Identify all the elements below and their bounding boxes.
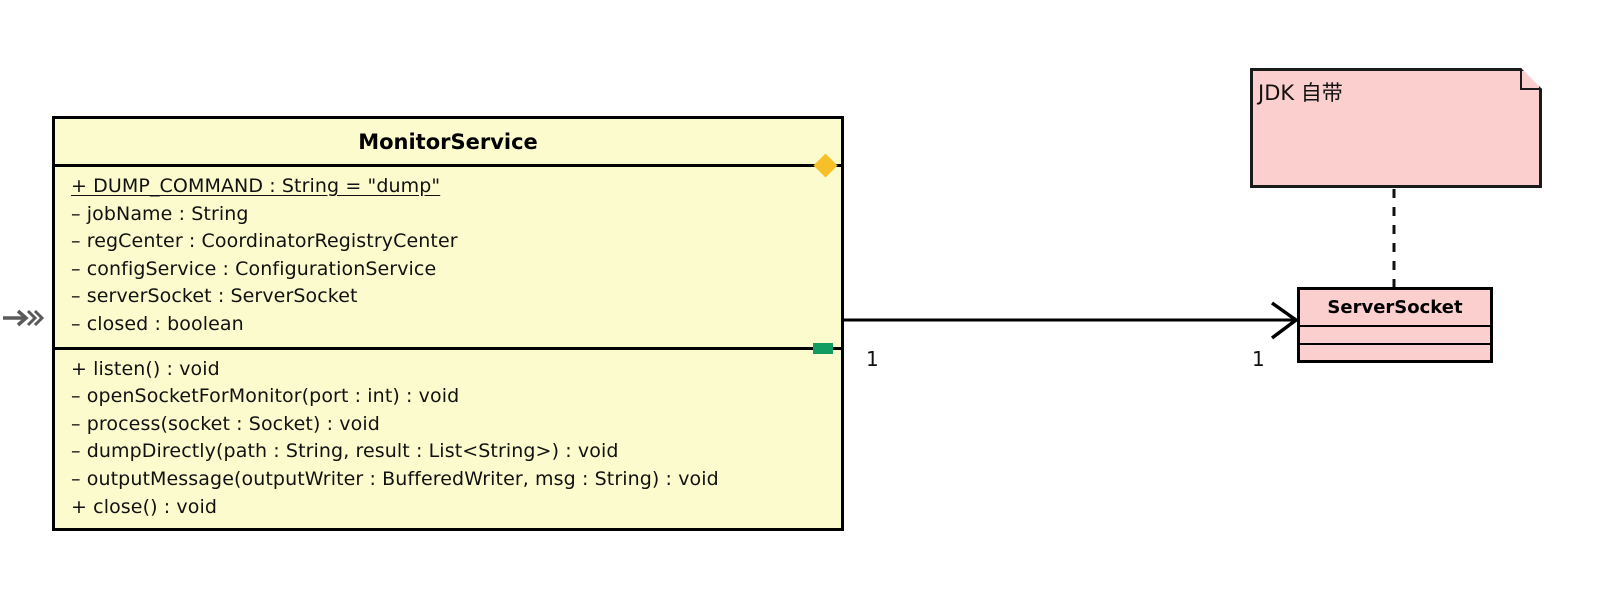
operations-compartment [1300, 345, 1490, 361]
class-server-socket[interactable]: ServerSocket [1297, 287, 1493, 363]
compartment-separator-operations [55, 342, 841, 354]
class-name-monitor-service: MonitorService [358, 130, 538, 154]
attributes-compartment [1300, 327, 1490, 343]
incoming-arrow-icon [2, 303, 48, 333]
note-jdk[interactable]: JDK 自带 [1250, 68, 1542, 188]
note-shape [1250, 68, 1542, 188]
class-name-server-socket: ServerSocket [1327, 297, 1463, 318]
operation-row: – openSocketForMonitor(port : int) : voi… [71, 385, 460, 408]
class-monitor-service[interactable]: MonitorService + DUMP_COMMAND : String =… [52, 116, 844, 531]
operations-compartment: + listen() : void – openSocketForMonitor… [55, 350, 841, 530]
association-end-marker [813, 342, 833, 354]
attribute-row: – jobName : String [71, 202, 249, 225]
attribute-row: – closed : boolean [71, 312, 244, 335]
compartment-separator-attributes [55, 153, 841, 178]
compartment-separator-operations [1300, 343, 1490, 345]
attribute-row: – serverSocket : ServerSocket [71, 285, 358, 308]
attributes-compartment: + DUMP_COMMAND : String = "dump" – jobNa… [55, 167, 841, 347]
operation-row: – dumpDirectly(path : String, result : L… [71, 440, 619, 463]
operation-row: – outputMessage(outputWriter : BufferedW… [71, 467, 719, 490]
attribute-row: – regCenter : CoordinatorRegistryCenter [71, 230, 458, 253]
note-text: JDK 自带 [1258, 81, 1343, 105]
attribute-row: – configService : ConfigurationService [71, 257, 437, 280]
operation-row: + listen() : void [71, 357, 220, 380]
operation-row: – process(socket : Socket) : void [71, 412, 380, 435]
attribute-row: + DUMP_COMMAND : String = "dump" [71, 175, 441, 197]
multiplicity-target: 1 [1252, 347, 1265, 371]
compartment-separator-attributes [1300, 325, 1490, 327]
operation-row: + close() : void [71, 495, 218, 518]
multiplicity-source: 1 [866, 347, 879, 371]
